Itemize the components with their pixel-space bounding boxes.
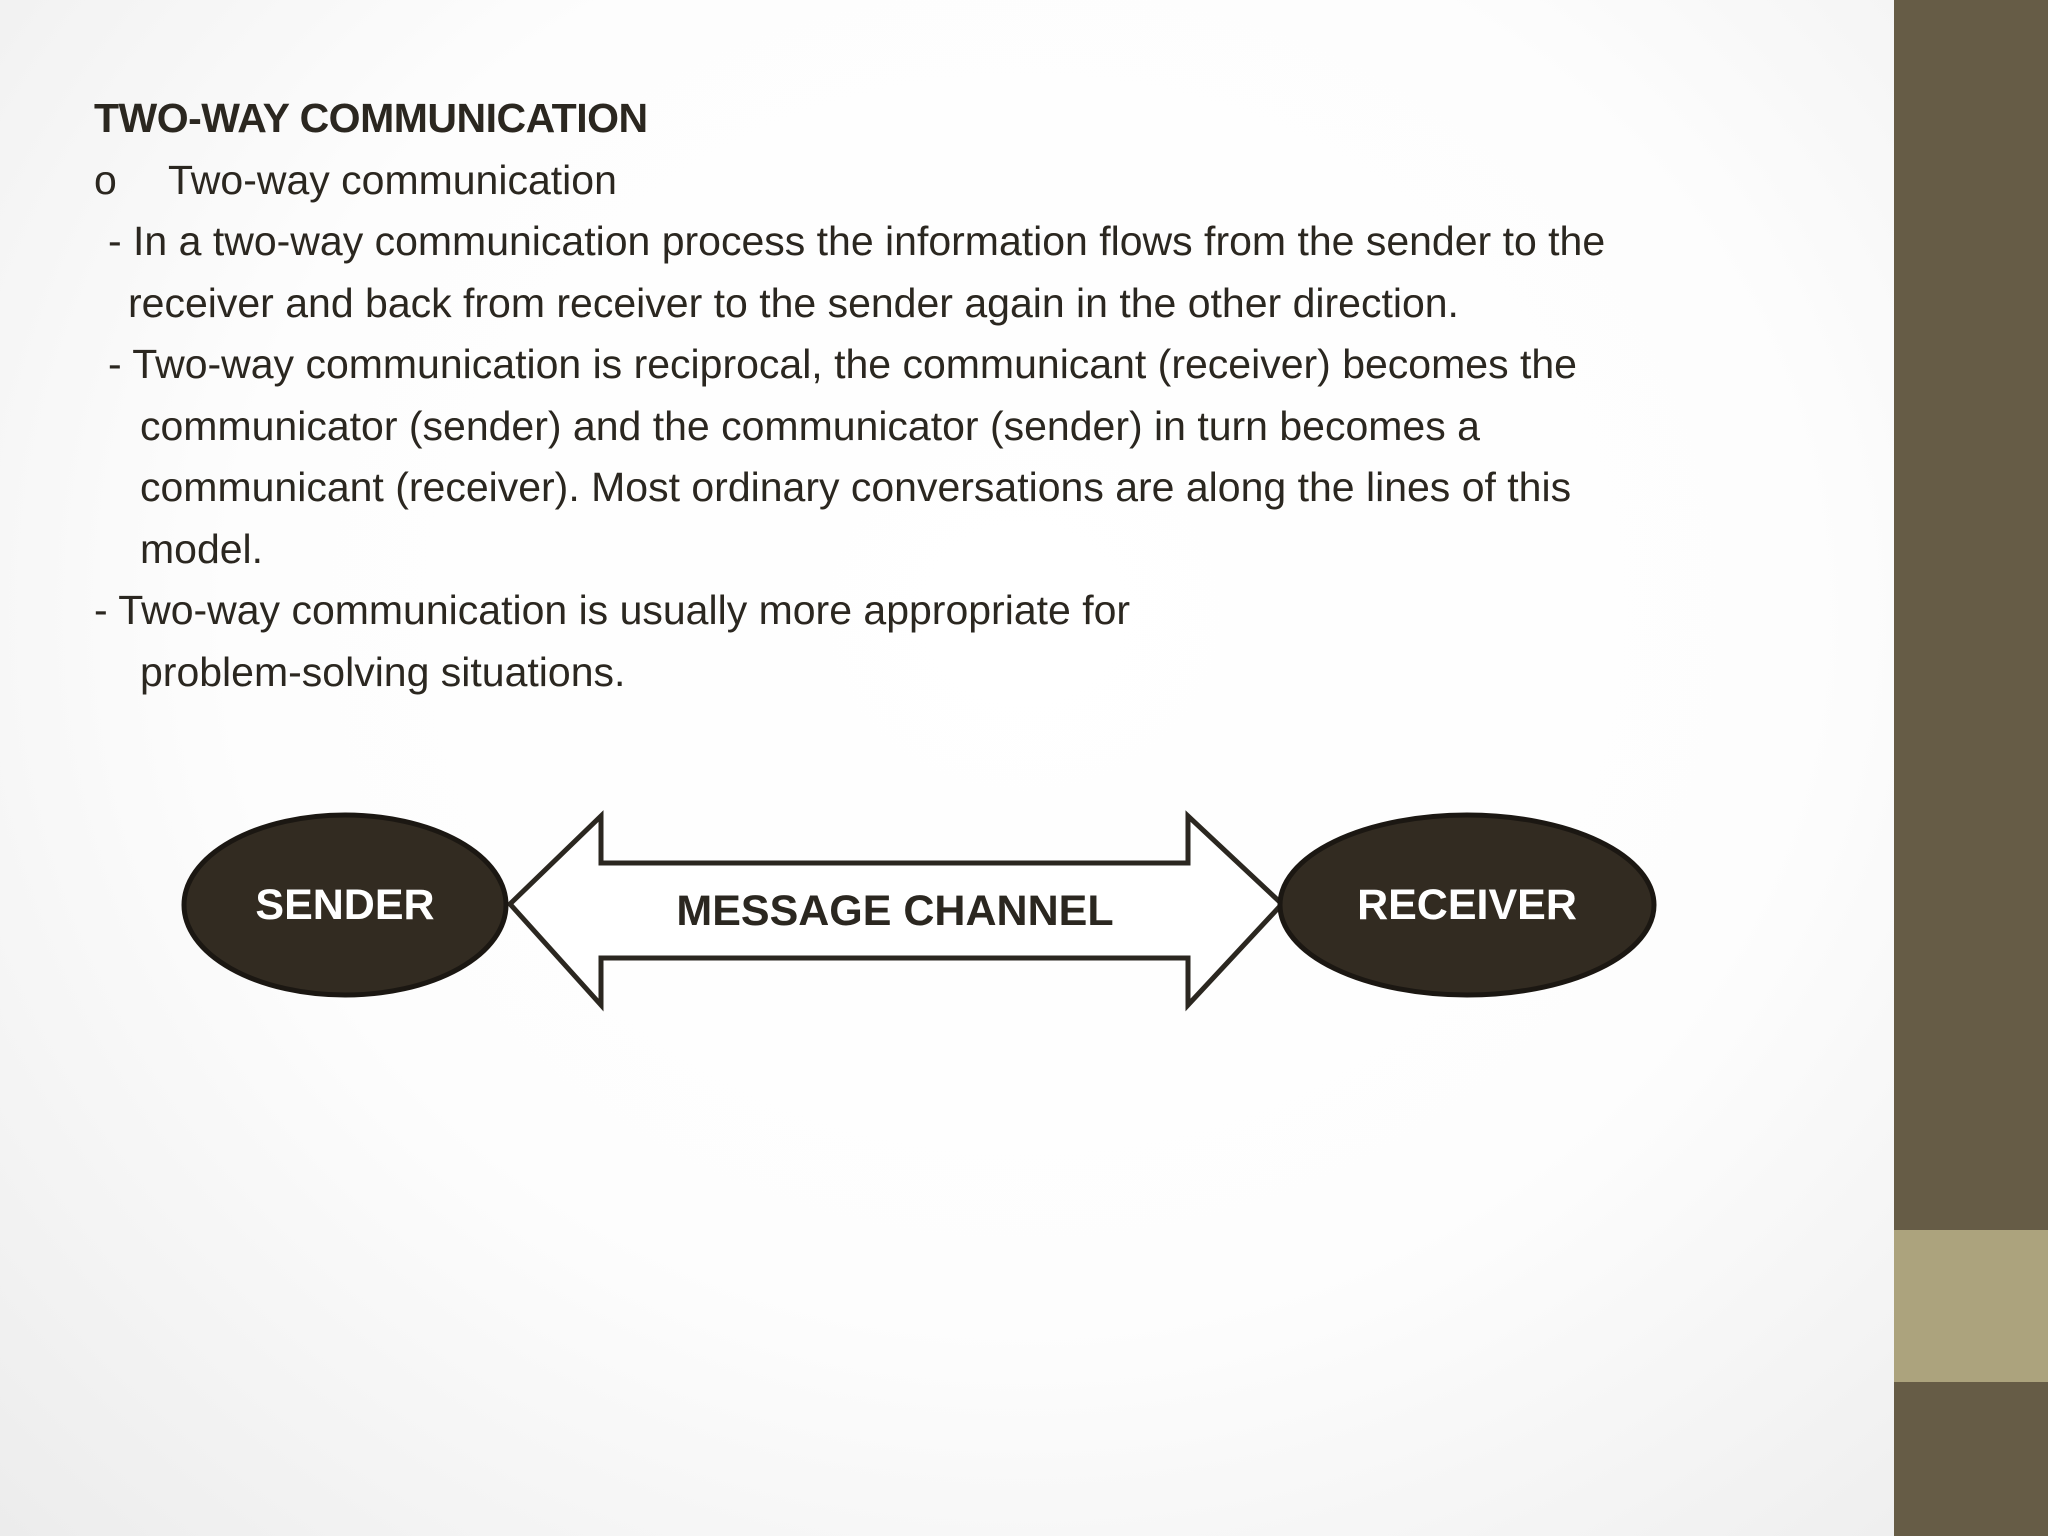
paragraph-2-line-4: model.	[140, 525, 264, 572]
paragraph-2-line-1: - Two-way communication is reciprocal, t…	[108, 341, 1577, 387]
paragraph-2-line-3: communicant (receiver). Most ordinary co…	[140, 464, 1572, 510]
receiver-label: RECEIVER	[1357, 881, 1577, 929]
paragraph-1-line-1: - In a two-way communication process the…	[108, 218, 1606, 264]
sender-ellipse	[181, 812, 509, 998]
channel-label: MESSAGE CHANNEL	[676, 887, 1113, 935]
paragraph-3-line-2: problem-solving situations.	[140, 648, 626, 695]
slide-text: TWO-WAY COMMUNICATION o Two-way communica…	[94, 88, 1884, 703]
sender-label: SENDER	[255, 881, 434, 929]
paragraph-3-line-1: - Two-way communication is usually more …	[94, 587, 1131, 633]
bullet-text: Two-way communication	[168, 156, 617, 203]
bullet-marker: o	[94, 156, 117, 203]
slide-title: TWO-WAY COMMUNICATION	[94, 95, 648, 141]
receiver-ellipse	[1277, 812, 1657, 998]
bullet-item: o Two-way communication	[94, 150, 1884, 212]
paragraph-2-line-2: communicator (sender) and the communicat…	[140, 402, 1480, 449]
paragraph-1-line-2: receiver and back from receiver to the s…	[128, 279, 1459, 326]
side-accent	[1894, 1230, 2048, 1382]
